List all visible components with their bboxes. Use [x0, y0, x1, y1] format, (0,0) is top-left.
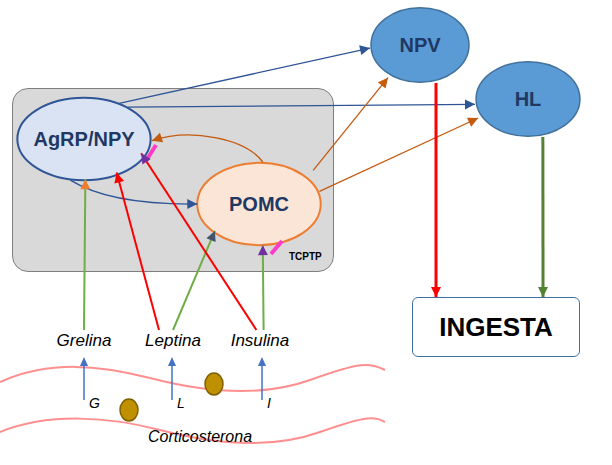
- arrow-head: [114, 173, 124, 184]
- connector: [313, 78, 388, 171]
- release-arrow-head: [168, 357, 176, 366]
- node-label: HL: [515, 88, 542, 111]
- release-arrow-head: [258, 357, 266, 366]
- arrow-head: [187, 199, 197, 209]
- node-label: Insulina: [231, 331, 290, 351]
- nucleus-ellipse: NPV: [370, 7, 470, 83]
- hormone-node: Grelina: [48, 330, 120, 352]
- connector-line: [173, 231, 215, 330]
- arrow-head: [141, 153, 151, 164]
- arrow-head: [80, 179, 90, 189]
- connector: [319, 118, 478, 192]
- connector-line: [541, 137, 544, 297]
- release-arrow: [171, 364, 173, 400]
- inhibitor-bar: [271, 241, 282, 254]
- node-label: POMC: [229, 193, 289, 216]
- arrow-head: [258, 245, 268, 255]
- arrow-head: [431, 287, 441, 297]
- connector: [173, 231, 216, 330]
- connector-line: [141, 153, 256, 330]
- neuron-ellipse: AgRP/NPY: [16, 97, 152, 181]
- node-label: INGESTA: [439, 312, 553, 343]
- connector-line: [262, 245, 265, 330]
- free-label: L: [177, 395, 185, 411]
- connector: [431, 83, 441, 297]
- ellipse-shape: [476, 62, 580, 136]
- connector-line: [117, 173, 159, 330]
- connector: [114, 173, 159, 330]
- connector: [152, 133, 263, 162]
- release-arrow: [83, 364, 85, 400]
- connector-line: [84, 179, 85, 330]
- connector: [80, 179, 90, 330]
- hormone-node: Leptina: [138, 330, 208, 352]
- connector-line: [70, 180, 197, 204]
- release-arrow: [261, 364, 263, 400]
- ellipse-shape: [197, 163, 320, 245]
- connector: [538, 137, 548, 297]
- node-label: NPV: [399, 34, 440, 57]
- ellipse-shape: [17, 98, 150, 180]
- node-label: Grelina: [57, 331, 112, 351]
- nucleus-ellipse: HL: [475, 61, 581, 137]
- ellipse-shape: [371, 8, 469, 82]
- arrow-head: [538, 287, 548, 297]
- connector-line: [118, 48, 370, 104]
- arrow-head: [467, 118, 478, 127]
- connector: [70, 180, 197, 209]
- arrow-head: [206, 231, 215, 242]
- connector: [141, 153, 256, 330]
- free-label: I: [267, 395, 271, 411]
- node-label: Leptina: [145, 331, 201, 351]
- connector-line: [313, 78, 388, 171]
- hormone-node: Insulina: [224, 330, 296, 352]
- connector: [258, 245, 268, 330]
- region-box: AgRP/NPY POMC: [12, 88, 334, 272]
- arrow-head: [378, 78, 388, 89]
- free-label: TCPTP: [289, 251, 322, 262]
- output-box: INGESTA: [412, 297, 580, 357]
- connector-line: [152, 135, 263, 162]
- release-arrow-head: [80, 357, 88, 366]
- connector-line: [435, 83, 438, 297]
- arrow-head: [465, 99, 475, 109]
- node-label: AgRP/NPY: [33, 128, 134, 151]
- connector: [118, 45, 370, 103]
- arrow-head: [152, 133, 163, 142]
- free-label: Corticosterona: [148, 428, 252, 446]
- free-label: G: [89, 395, 100, 411]
- connector-line: [319, 118, 478, 191]
- blood-cell: [120, 399, 138, 421]
- arrow-head: [359, 45, 370, 55]
- connector: [128, 99, 475, 109]
- blood-cell: [205, 373, 223, 395]
- connector-line: [128, 104, 475, 107]
- vessel-wall: [0, 365, 385, 391]
